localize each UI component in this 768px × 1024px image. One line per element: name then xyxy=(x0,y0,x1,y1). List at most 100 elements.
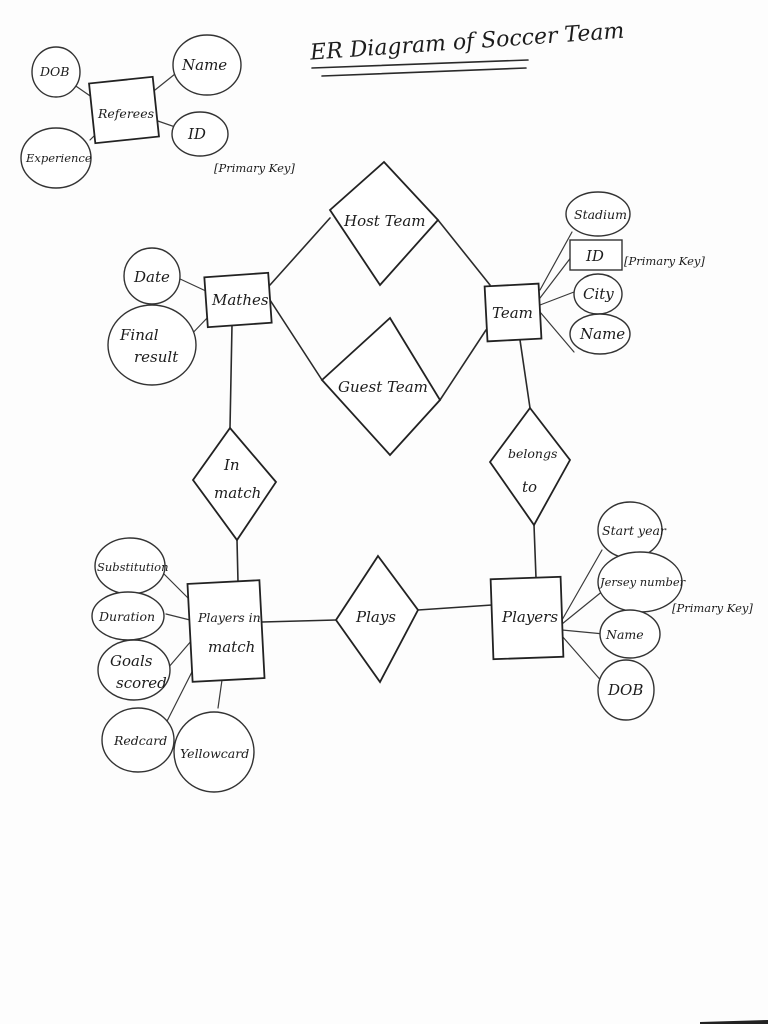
title-underline-2 xyxy=(321,67,527,77)
line-matches-date xyxy=(177,277,209,293)
line-matches-guest xyxy=(269,299,323,381)
rel-guest-team-label: Guest Team xyxy=(338,378,428,396)
attr-pim-yellowcard-ellipse xyxy=(173,711,255,793)
line-pim-duration xyxy=(165,613,191,621)
line-host-team xyxy=(437,219,491,286)
line-players-startyear xyxy=(561,549,603,621)
attr-matches-final-label-2: result xyxy=(134,348,179,366)
rel-belongs-to-label-1: belongs xyxy=(508,446,557,461)
attr-players-name-label: Name xyxy=(605,627,644,642)
rel-guest-team-diamond xyxy=(320,316,442,457)
attr-team-id-label: ID xyxy=(585,247,604,265)
attr-matches-final-label-1: Final xyxy=(119,326,159,344)
diagram-title: ER Diagram of Soccer Team xyxy=(308,19,625,66)
attr-referees-name-ellipse xyxy=(172,34,242,96)
line-matches-host xyxy=(269,217,331,286)
rel-belongs-to-diamond xyxy=(488,406,572,527)
attr-team-city-label: City xyxy=(583,285,614,303)
line-players-name xyxy=(561,629,605,635)
attr-pim-redcard-label: Redcard xyxy=(113,733,167,748)
attr-players-dob-ellipse xyxy=(597,659,655,721)
attr-players-jersey-label: Jersey number xyxy=(598,575,687,589)
title-underline xyxy=(311,59,529,69)
plays-relationship: Plays xyxy=(334,554,420,684)
belongs-to-relationship: belongs to xyxy=(488,406,572,527)
entity-players-in-match-label-2: match xyxy=(208,638,255,656)
rel-plays-diamond xyxy=(334,554,420,684)
attr-players-startyear-label: Start year xyxy=(602,523,667,538)
line-guest-team xyxy=(439,329,487,401)
players-cluster: Players Start year Jersey number [Primar… xyxy=(489,501,753,721)
attr-matches-date-ellipse xyxy=(123,247,181,305)
rel-in-match-label-2: match xyxy=(214,484,261,502)
line-inmatch-pim xyxy=(236,539,239,583)
host-team-relationship: Host Team xyxy=(328,160,440,287)
attr-pim-duration-label: Duration xyxy=(98,609,155,624)
entity-players-in-match-label-1: Players in xyxy=(197,610,261,625)
attr-pim-yellowcard-label: Yellowcard xyxy=(180,746,249,761)
guest-team-relationship: Guest Team xyxy=(320,316,442,457)
line-team-id xyxy=(539,255,573,299)
entity-team-label: Team xyxy=(492,304,533,322)
attr-referees-id-note: [Primary Key] xyxy=(214,161,295,175)
attr-matches-date-label: Date xyxy=(133,268,170,286)
attr-pim-substitution-label: Substitution xyxy=(97,560,169,574)
attr-players-jersey-note: [Primary Key] xyxy=(672,601,753,615)
team-cluster: Team Stadium ID [Primary Key] City Name xyxy=(483,191,705,355)
attr-pim-goals-label-1: Goals xyxy=(110,652,153,670)
line-team-city xyxy=(539,291,575,306)
line-plays-players xyxy=(417,604,493,611)
entity-players-box xyxy=(489,575,565,661)
line-belongs-players xyxy=(533,524,537,579)
attr-team-stadium-ellipse xyxy=(565,191,631,237)
rel-plays-label: Plays xyxy=(355,608,396,626)
line-players-jersey xyxy=(561,589,605,625)
title-group: ER Diagram of Soccer Team xyxy=(308,19,625,77)
rel-host-team-diamond xyxy=(328,160,440,287)
attr-referees-id-label: ID xyxy=(187,125,206,143)
referees-cluster: DOB Name ID [Primary Key] Experience Ref… xyxy=(20,34,295,189)
line-matches-inmatch xyxy=(229,324,233,429)
paper-edge-shadow xyxy=(700,1020,768,1024)
attr-referees-experience-label: Experience xyxy=(25,151,92,165)
attr-players-name-ellipse xyxy=(599,609,661,659)
attr-team-id-note: [Primary Key] xyxy=(624,254,705,268)
entity-team-box xyxy=(483,282,543,343)
players-in-match-cluster: Players in match Substitution Duration G… xyxy=(91,537,266,793)
attr-referees-dob-label: DOB xyxy=(39,64,69,79)
entity-players-in-match-box xyxy=(186,579,266,683)
entity-matches-label: Mathes xyxy=(211,291,269,309)
entity-referees-box xyxy=(88,75,160,145)
in-match-relationship: In match xyxy=(191,426,278,542)
attr-referees-name-label: Name xyxy=(181,56,227,74)
attr-pim-redcard-ellipse xyxy=(101,707,175,773)
rel-in-match-diamond xyxy=(191,426,278,542)
attr-team-id-box xyxy=(569,239,623,271)
attr-referees-id-ellipse xyxy=(171,111,229,157)
line-pim-substitution xyxy=(161,571,191,601)
attr-referees-dob-ellipse xyxy=(31,46,81,98)
line-team-name xyxy=(539,311,575,353)
attr-pim-goals-label-2: scored xyxy=(116,674,167,692)
entity-players-label: Players xyxy=(501,608,558,626)
rel-in-match-label-1: In xyxy=(223,456,240,474)
attr-matches-final-ellipse xyxy=(107,304,197,386)
connector-lines xyxy=(69,69,605,736)
line-pim-yellowcard xyxy=(217,679,223,709)
attr-team-stadium-label: Stadium xyxy=(574,207,627,222)
rel-belongs-to-label-2: to xyxy=(522,478,537,496)
entity-referees-label: Referees xyxy=(97,106,154,121)
attr-players-dob-label: DOB xyxy=(607,681,643,699)
attr-referees-experience-ellipse xyxy=(20,127,92,189)
line-pim-plays xyxy=(261,619,337,623)
entity-matches-box xyxy=(203,271,273,329)
line-team-belongs xyxy=(519,339,531,409)
line-team-stadium xyxy=(539,231,573,291)
matches-cluster: Date Final result Mathes xyxy=(107,247,273,386)
attr-team-name-ellipse xyxy=(569,313,631,355)
attr-pim-goals-ellipse xyxy=(97,639,171,701)
line-players-dob xyxy=(561,635,605,685)
rel-host-team-label: Host Team xyxy=(343,212,426,230)
